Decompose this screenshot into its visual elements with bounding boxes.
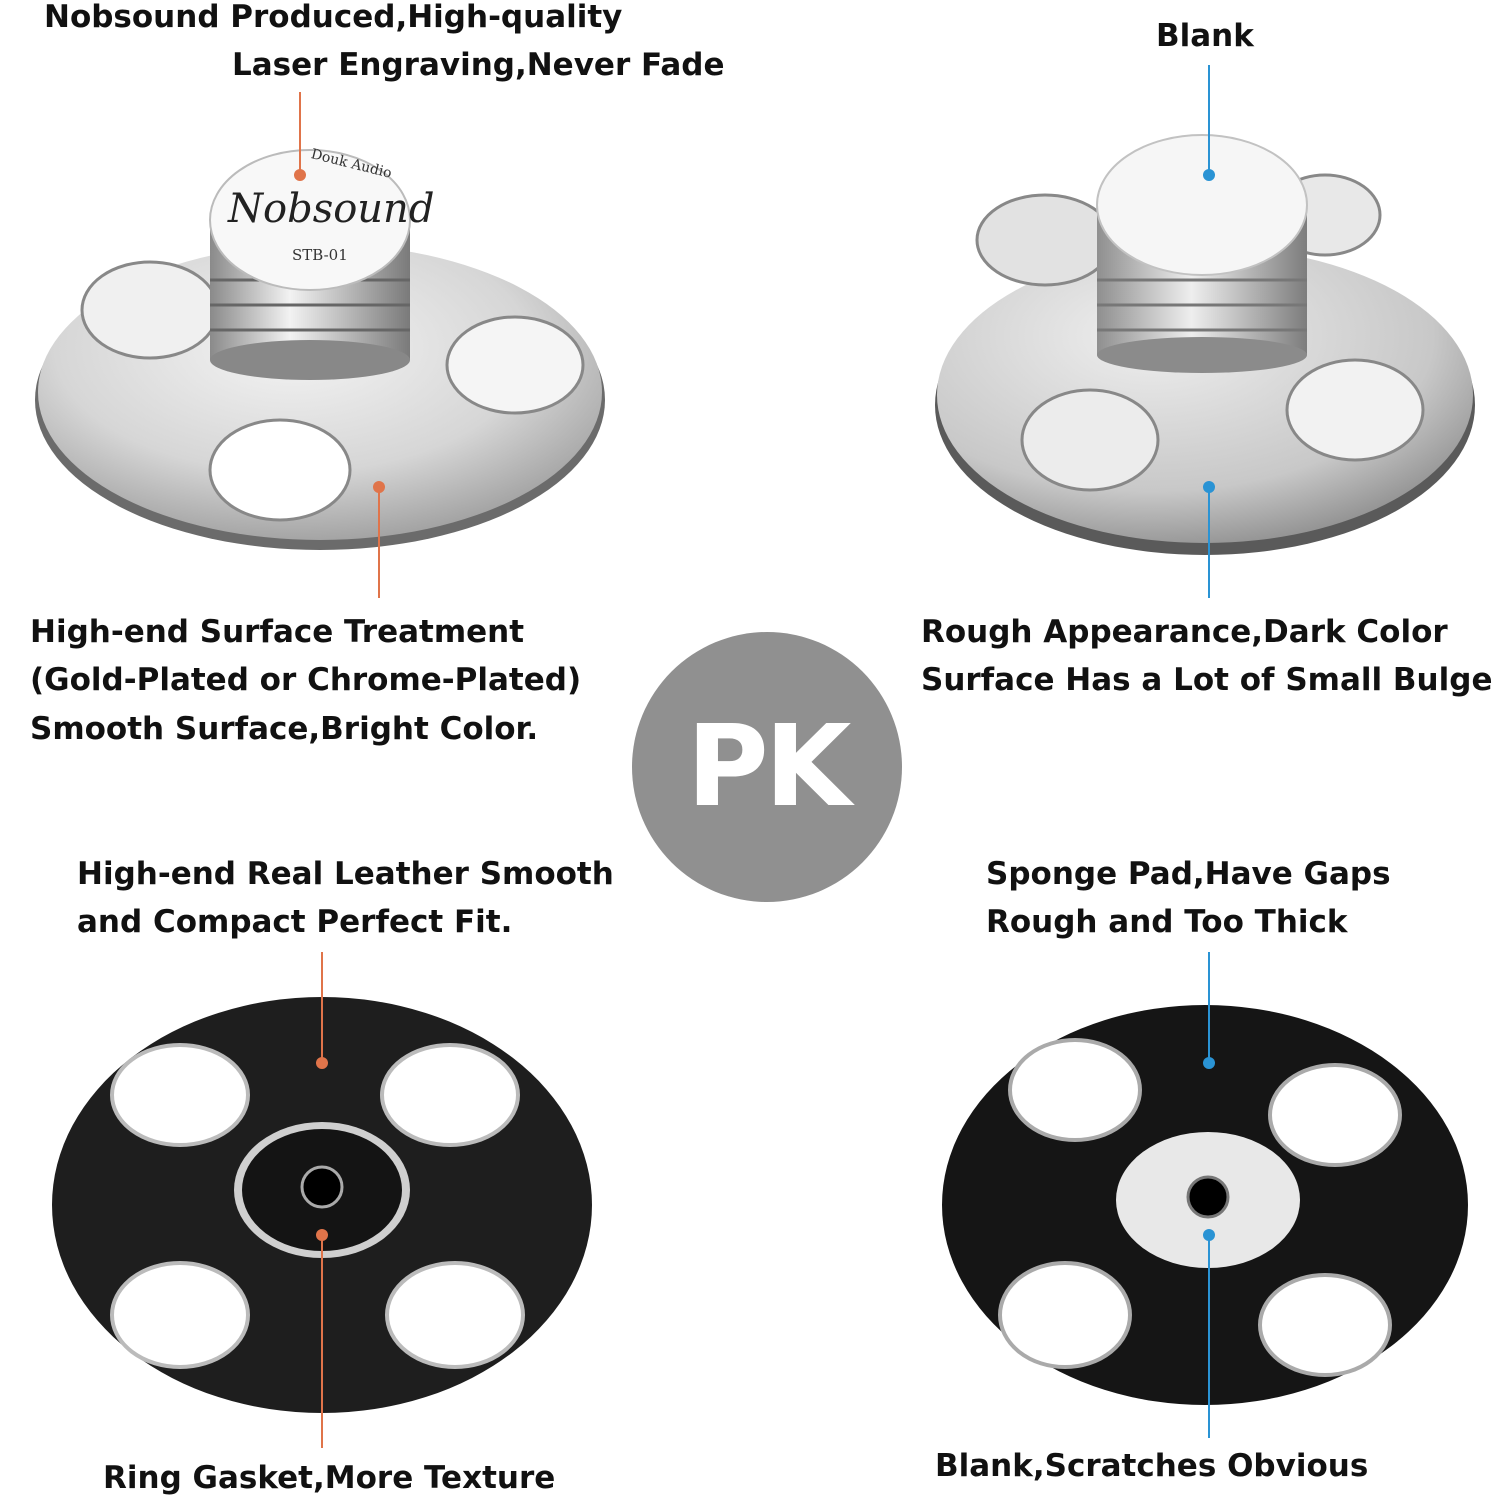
logo-brand: Nobsound [228, 186, 435, 232]
callout-dot-leather [316, 1057, 328, 1069]
callout-line-blank-top [1208, 65, 1210, 173]
callout-dot-surface-left [373, 481, 385, 493]
mid-right-caption-line-2: Surface Has a Lot of Small Bulge [921, 662, 1493, 698]
callout-dot-ring-gasket [316, 1229, 328, 1241]
pk-badge: PK [632, 632, 902, 902]
mid-right-caption-line-1: Rough Appearance,Dark Color [921, 614, 1448, 650]
top-right-caption: Blank [1156, 18, 1254, 54]
top-left-caption-line-1: Nobsound Produced,High-quality [44, 0, 623, 35]
callout-line-surface-left [378, 490, 380, 598]
bottom-left-caption: Ring Gasket,More Texture [103, 1460, 556, 1496]
bottom-right-top-caption-line-1: Sponge Pad,Have Gaps [986, 856, 1391, 892]
bottom-right-caption: Blank,Scratches Obvious [935, 1448, 1369, 1484]
callout-dot-blank-top [1203, 169, 1215, 181]
callout-line-leather [321, 952, 323, 1062]
callout-line-surface-right [1208, 490, 1210, 598]
leather-pad-image [52, 997, 592, 1413]
callout-dot-logo [294, 169, 306, 181]
bottom-right-top-caption-line-2: Rough and Too Thick [986, 904, 1348, 940]
nobsound-clamp-image [35, 149, 605, 550]
logo-model: STB-01 [292, 246, 348, 264]
callout-dot-scratches [1203, 1229, 1215, 1241]
bottom-left-top-caption-line-1: High-end Real Leather Smooth [77, 856, 614, 892]
callout-dot-sponge [1203, 1057, 1215, 1069]
sponge-pad-image [942, 1005, 1468, 1405]
callout-line-sponge [1208, 952, 1210, 1062]
mid-left-caption-line-1: High-end Surface Treatment [30, 614, 525, 650]
blank-clamp-image [935, 134, 1475, 555]
callout-dot-surface-right [1203, 481, 1215, 493]
mid-left-caption-line-2: (Gold-Plated or Chrome-Plated) [30, 662, 582, 698]
callout-line-ring-gasket [321, 1238, 323, 1448]
top-left-caption-line-2: Laser Engraving,Never Fade [232, 47, 725, 83]
callout-line-scratches [1208, 1238, 1210, 1438]
mid-left-caption-line-3: Smooth Surface,Bright Color. [30, 711, 539, 747]
callout-line-logo [299, 92, 301, 172]
bottom-left-top-caption-line-2: and Compact Perfect Fit. [77, 904, 513, 940]
